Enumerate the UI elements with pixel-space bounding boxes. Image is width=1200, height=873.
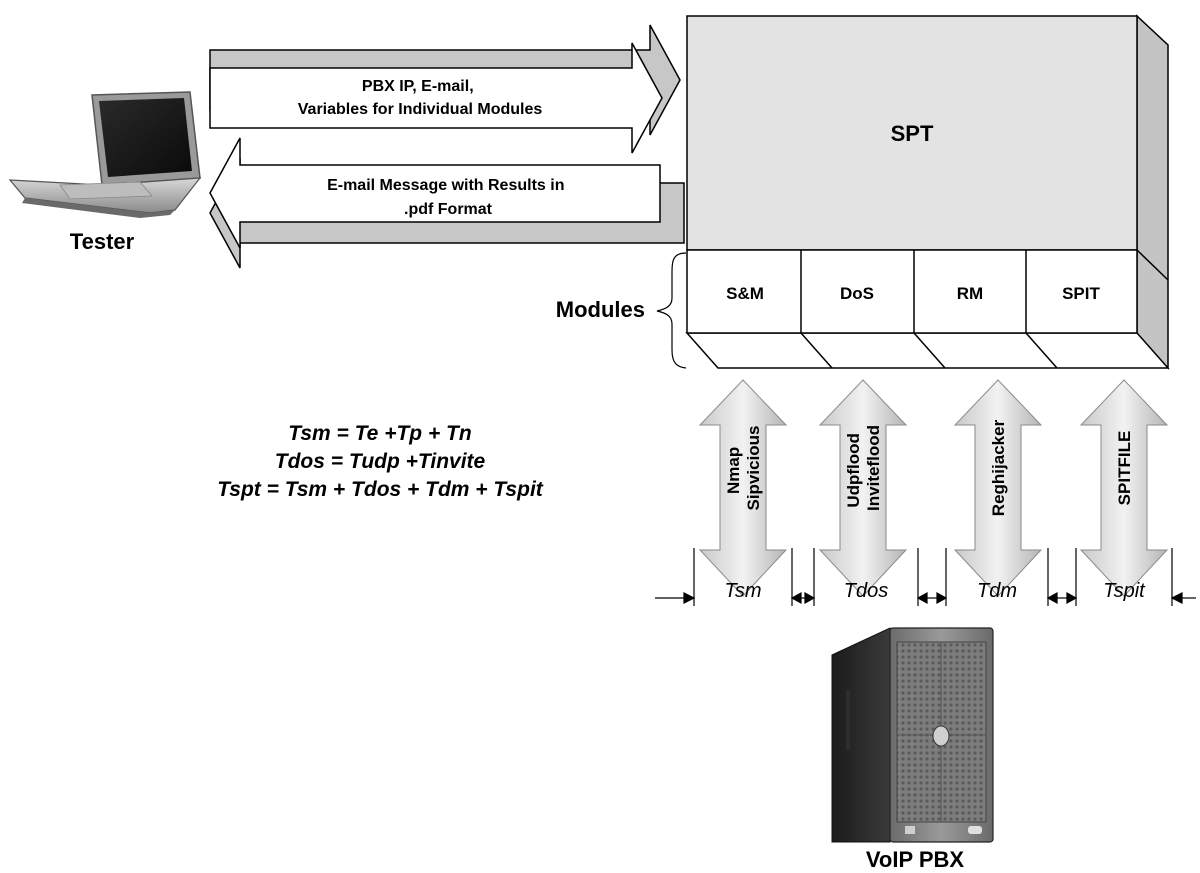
formula-line: Tspt = Tsm + Tdos + Tdm + Tspit bbox=[217, 478, 543, 501]
time-label: Tspit bbox=[1103, 580, 1146, 602]
time-label: Tsm bbox=[724, 580, 761, 602]
tool-arrow bbox=[1079, 379, 1169, 597]
output-arrow-line-2: .pdf Format bbox=[404, 201, 493, 218]
output-arrow-text: E-mail Message with Results in .pdf Form… bbox=[327, 177, 569, 218]
time-label: Tdos bbox=[844, 580, 888, 602]
server-icon bbox=[831, 627, 994, 843]
tool-name: Reghijacker bbox=[989, 419, 1008, 516]
tool-name-line: Reghijacker bbox=[989, 419, 1008, 516]
timing-lines bbox=[655, 548, 1196, 606]
module-label: RM bbox=[957, 284, 983, 303]
laptop-icon bbox=[8, 91, 202, 218]
output-arrow bbox=[209, 137, 685, 269]
formula-line: Tdos = Tudp +Tinvite bbox=[274, 450, 486, 473]
pbx-label: VoIP PBX bbox=[866, 847, 965, 872]
input-arrow-line-1: PBX IP, E-mail, bbox=[362, 78, 474, 95]
tool-arrow bbox=[698, 379, 788, 597]
spt-box bbox=[685, 14, 1170, 370]
input-arrow bbox=[209, 24, 681, 154]
formula-block: Tsm = Te +Tp + Tn Tdos = Tudp +Tinvite T… bbox=[130, 420, 630, 504]
tester-label: Tester bbox=[70, 229, 135, 254]
input-arrow-line-2: Variables for Individual Modules bbox=[298, 101, 543, 118]
tool-arrow bbox=[818, 379, 908, 597]
tool-name: Udpflood Inviteflood bbox=[844, 425, 883, 511]
input-arrow-text: PBX IP, E-mail, Variables for Individual… bbox=[298, 78, 543, 118]
formula-line: Tsm = Te +Tp + Tn bbox=[288, 422, 472, 445]
spt-label: SPT bbox=[891, 121, 934, 146]
module-label: S&M bbox=[726, 284, 764, 303]
tool-name: Nmap Sipvicious bbox=[724, 425, 763, 510]
tool-name-line: SPITFILE bbox=[1115, 431, 1134, 506]
output-arrow-line-1: E-mail Message with Results in bbox=[327, 177, 564, 194]
tool-arrow bbox=[953, 379, 1043, 597]
module-label: DoS bbox=[840, 284, 874, 303]
tool-name: SPITFILE bbox=[1115, 431, 1134, 506]
tool-name-line: Inviteflood bbox=[864, 425, 883, 511]
time-label: Tdm bbox=[977, 580, 1017, 602]
tool-name-line: Nmap bbox=[724, 447, 743, 494]
modules-label: Modules bbox=[556, 297, 645, 322]
modules-brace bbox=[656, 252, 687, 369]
tool-name-line: Udpflood bbox=[844, 433, 863, 508]
module-label: SPIT bbox=[1062, 284, 1100, 303]
tool-name-line: Sipvicious bbox=[744, 425, 763, 510]
